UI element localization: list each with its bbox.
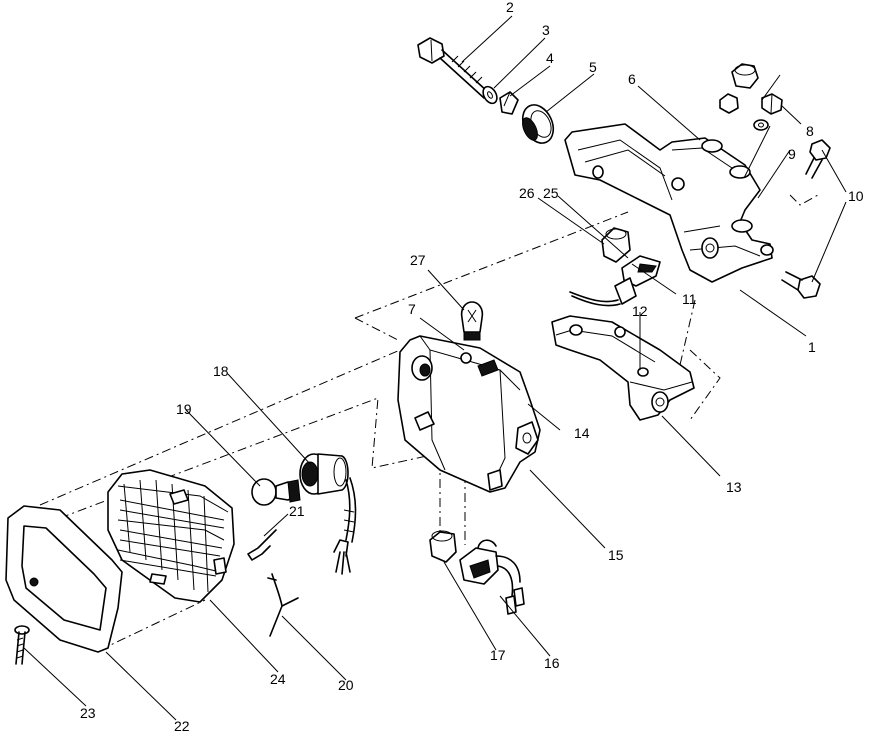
callout-4: 4 (546, 50, 554, 66)
callout-26: 26 (519, 185, 535, 201)
grommet-part-5 (521, 104, 555, 144)
callout-2: 2 (506, 0, 514, 15)
callout-7: 7 (408, 301, 416, 317)
screw-part-10-upper (805, 139, 831, 179)
screw-part-10-lower (781, 271, 821, 299)
callout-25: 25 (543, 185, 559, 201)
callout-20: 20 (338, 677, 354, 693)
bezel-part-22 (5, 505, 123, 653)
callout-5: 5 (589, 59, 597, 75)
callout-27: 27 (410, 252, 426, 268)
callout-10: 10 (848, 188, 864, 204)
lens-part-24 (107, 469, 235, 603)
washer-part-9 (753, 119, 769, 131)
callout-9: 9 (788, 146, 796, 162)
clip-part-20 (267, 573, 299, 637)
callout-19: 19 (176, 401, 192, 417)
spacer-part-4 (499, 91, 519, 115)
spring-clip-part-21 (247, 529, 277, 561)
headlight-housing-part-15 (397, 335, 541, 493)
callout-14: 14 (574, 425, 590, 441)
callout-24: 24 (270, 671, 286, 687)
lower-bracket-part-13 (551, 315, 695, 421)
nut-part-8 (761, 93, 783, 115)
callout-23: 23 (80, 705, 96, 721)
callout-16: 16 (544, 655, 560, 671)
washer-part-3 (482, 85, 498, 105)
bulb-socket-part-18 (299, 453, 357, 575)
bulb-part-27 (460, 301, 484, 341)
callout-13: 13 (726, 479, 742, 495)
connector-part-17 (429, 530, 457, 563)
wire-harness-part-11 (569, 277, 637, 307)
switch-part-25 (601, 227, 631, 263)
callout-labels: 1 2 3 4 5 6 7 8 9 10 11 12 13 14 15 16 1… (80, 0, 864, 731)
mounting-bracket-part-1 (564, 123, 774, 283)
leader-lines (23, 15, 847, 721)
callout-22: 22 (174, 718, 190, 731)
callout-15: 15 (608, 547, 624, 563)
callout-18: 18 (213, 363, 229, 379)
callout-12: 12 (632, 303, 648, 319)
callout-3: 3 (542, 22, 550, 38)
screw-part-23 (14, 625, 30, 665)
callout-21: 21 (289, 503, 305, 519)
bolt-part-2 (417, 37, 489, 99)
bumper-part-6 (719, 63, 759, 114)
callout-8: 8 (806, 123, 814, 139)
connector-part-26 (621, 255, 661, 287)
callout-17: 17 (490, 647, 506, 663)
callout-1: 1 (808, 339, 816, 355)
callout-6: 6 (628, 71, 636, 87)
headlight-bulb-part-19 (251, 478, 301, 506)
switch-part-16 (459, 539, 525, 615)
callout-11: 11 (682, 291, 697, 307)
